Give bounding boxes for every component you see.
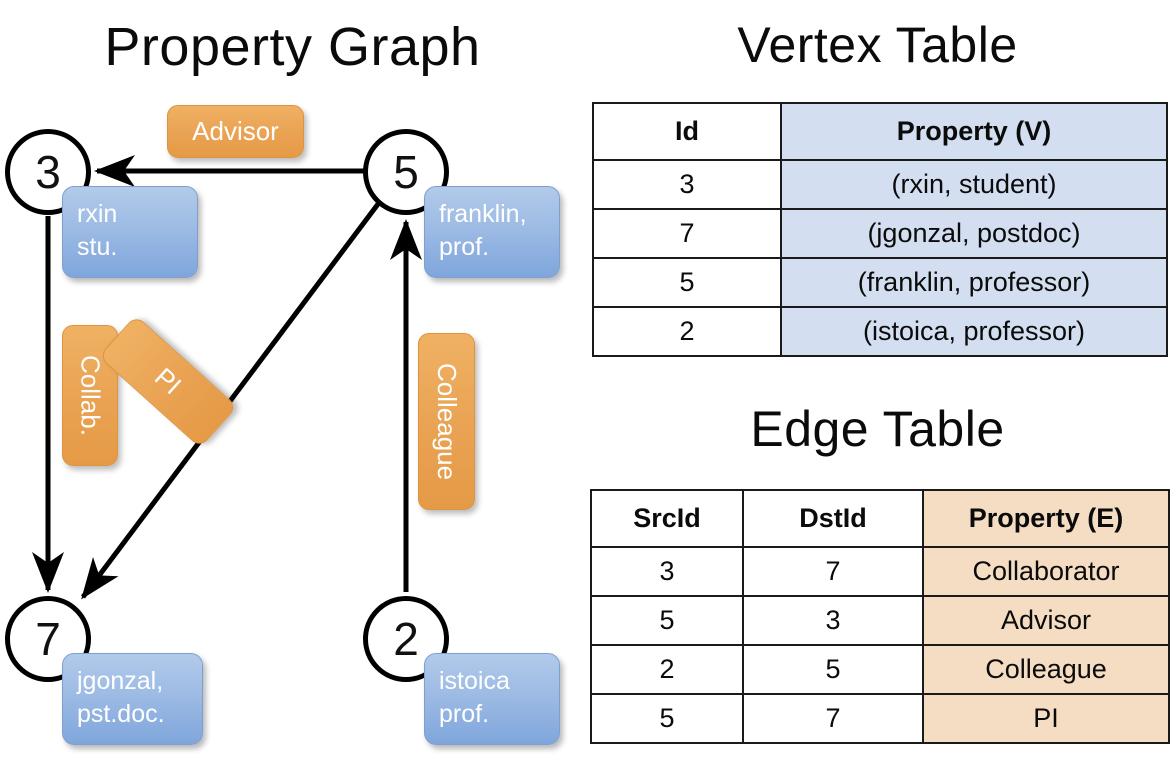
vertex-row-1-id: 7 — [592, 208, 782, 259]
table-row: 3 7 Collaborator — [590, 546, 1170, 597]
node-property-box-2-line1: istoica — [439, 667, 510, 695]
edge-label-colleague: Colleague — [418, 333, 475, 510]
edge-table: SrcId DstId Property (E) 3 7 Collaborato… — [590, 489, 1170, 744]
node-property-box-5-line2: prof. — [439, 233, 490, 261]
page-title-edge-table: Edge Table — [750, 401, 1005, 457]
vertex-row-1-property: (jgonzal, postdoc) — [780, 208, 1168, 259]
vertex-table-header-row: Id Property (V) — [592, 102, 1168, 161]
graph-node-5-label: 5 — [393, 146, 419, 198]
edge-row-2-property: Colleague — [922, 644, 1170, 695]
graph-node-5[interactable]: 5 — [363, 129, 449, 215]
vertex-table: Id Property (V) 3 (rxin, student) 7 (jgo… — [592, 102, 1168, 357]
table-row: 5 3 Advisor — [590, 595, 1170, 646]
graph-node-2-label: 2 — [393, 613, 419, 665]
table-row: 2 (istoica, professor) — [592, 306, 1168, 357]
node-property-box-7-line2: pst.doc. — [77, 700, 165, 728]
edge-label-advisor: Advisor — [167, 105, 304, 158]
edge-row-3-property: PI — [922, 693, 1170, 744]
edge-row-1-src: 5 — [590, 595, 744, 646]
table-row: 2 5 Colleague — [590, 644, 1170, 695]
node-property-box-3-line1: rxin — [77, 200, 118, 228]
vertex-row-0-id: 3 — [592, 159, 782, 210]
edge-row-0-src: 3 — [590, 546, 744, 597]
edge-label-collab: Collab. — [62, 325, 118, 466]
edge-table-header-dstid: DstId — [742, 489, 924, 548]
vertex-table-header-property: Property (V) — [780, 102, 1168, 161]
edge-label-pi-text: PI — [149, 361, 188, 401]
node-property-box-5: franklin, prof. — [424, 186, 560, 278]
edge-table-header-row: SrcId DstId Property (E) — [590, 489, 1170, 548]
edge-row-2-dst: 5 — [742, 644, 924, 695]
edge-table-header-property: Property (E) — [922, 489, 1170, 548]
graph-node-2[interactable]: 2 — [363, 596, 449, 682]
node-property-box-7: jgonzal, pst.doc. — [62, 653, 203, 745]
edge-row-2-src: 2 — [590, 644, 744, 695]
vertex-row-2-property: (franklin, professor) — [780, 257, 1168, 308]
vertex-row-3-id: 2 — [592, 306, 782, 357]
vertex-row-0-property: (rxin, student) — [780, 159, 1168, 210]
node-property-box-5-line1: franklin, — [439, 200, 527, 228]
edge-row-1-property: Advisor — [922, 595, 1170, 646]
node-property-box-2-line2: prof. — [439, 700, 490, 728]
edge-row-0-property: Collaborator — [922, 546, 1170, 597]
edge-row-1-dst: 3 — [742, 595, 924, 646]
table-row: 5 7 PI — [590, 693, 1170, 744]
vertex-row-3-property: (istoica, professor) — [780, 306, 1168, 357]
edge-row-3-src: 5 — [590, 693, 744, 744]
edge-row-3-dst: 7 — [742, 693, 924, 744]
node-property-box-3: rxin stu. — [62, 186, 198, 278]
edge-label-collab-text: Collab. — [75, 355, 106, 436]
node-property-box-2: istoica prof. — [424, 653, 560, 745]
vertex-table-header-id: Id — [592, 102, 782, 161]
property-graph-diagram: 3 5 7 2 rxin stu. franklin, prof. jgonza… — [5, 105, 560, 745]
page-title-vertex-table: Vertex Table — [737, 17, 1018, 73]
graph-node-7-label: 7 — [35, 613, 61, 665]
page-title-property-graph: Property Graph — [104, 17, 481, 77]
node-property-box-3-line2: stu. — [77, 233, 118, 261]
edge-label-colleague-text: Colleague — [432, 362, 462, 481]
edge-row-0-dst: 7 — [742, 546, 924, 597]
node-property-box-7-line1: jgonzal, — [77, 667, 164, 695]
graph-node-3-label: 3 — [35, 146, 61, 198]
table-row: 5 (franklin, professor) — [592, 257, 1168, 308]
table-row: 7 (jgonzal, postdoc) — [592, 208, 1168, 259]
table-row: 3 (rxin, student) — [592, 159, 1168, 210]
vertex-row-2-id: 5 — [592, 257, 782, 308]
edge-table-header-srcid: SrcId — [590, 489, 744, 548]
edge-label-advisor-text: Advisor — [192, 116, 279, 146]
